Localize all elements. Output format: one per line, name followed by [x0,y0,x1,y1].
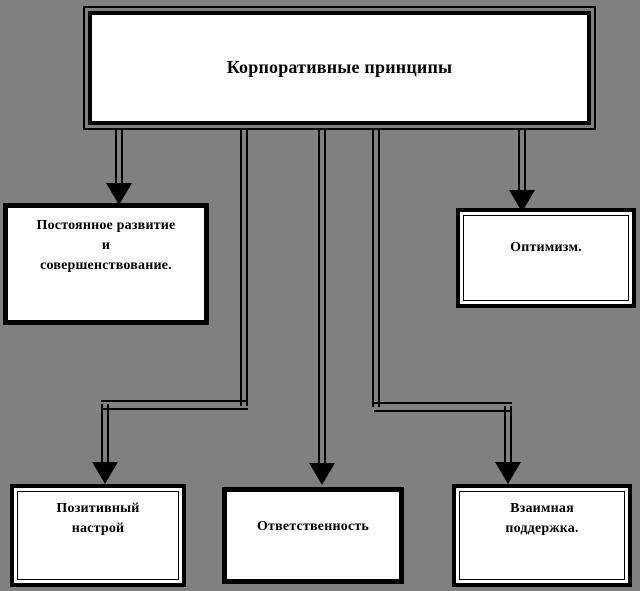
connector-line-otvetstvennost [318,130,326,467]
connector-line-pozitiv-horizontal [101,400,248,410]
node-optimism[interactable]: Оптимизм. [456,208,636,308]
node-mutual-support-label: Взаимная поддержка. [505,501,579,536]
node-continuous-development[interactable]: Постоянное развитие и совершенствование. [3,203,209,325]
node-positive-attitude-inner: Позитивный настрой [17,491,179,580]
connector-line-optimizm [518,130,526,192]
node-corporate-principles-label: Корпоративные принципы [226,57,453,78]
connector-line-razvitie [115,130,123,185]
node-corporate-principles-inner: Корпоративные принципы [88,11,591,125]
node-continuous-development-label: Постоянное развитие и совершенствование. [36,218,176,273]
node-optimism-label: Оптимизм. [510,240,582,255]
connector-arrow-otvetstvennost [309,463,335,485]
node-corporate-principles[interactable]: Корпоративные принципы [83,6,596,130]
node-mutual-support-inner: Взаимная поддержка. [459,491,625,580]
connector-line-podderzhka-vertical-upper [372,130,380,407]
node-positive-attitude-label: Позитивный настрой [56,501,140,536]
node-responsibility[interactable]: Ответственность [222,487,404,584]
node-positive-attitude[interactable]: Позитивный настрой [10,484,186,587]
connector-arrow-optimizm [509,190,535,212]
connector-arrow-podderzhka [495,462,521,484]
connector-line-podderzhka-horizontal [374,402,512,412]
node-responsibility-label: Ответственность [256,519,370,534]
node-optimism-inner: Оптимизм. [463,215,629,301]
connector-arrow-pozitiv [92,462,118,484]
connector-line-pozitiv-vertical-lower [101,404,109,466]
connector-arrow-razvitie [106,183,132,205]
connector-line-pozitiv-vertical-upper [240,130,248,406]
connector-line-podderzhka-vertical-lower [504,406,512,466]
node-mutual-support[interactable]: Взаимная поддержка. [452,484,632,587]
